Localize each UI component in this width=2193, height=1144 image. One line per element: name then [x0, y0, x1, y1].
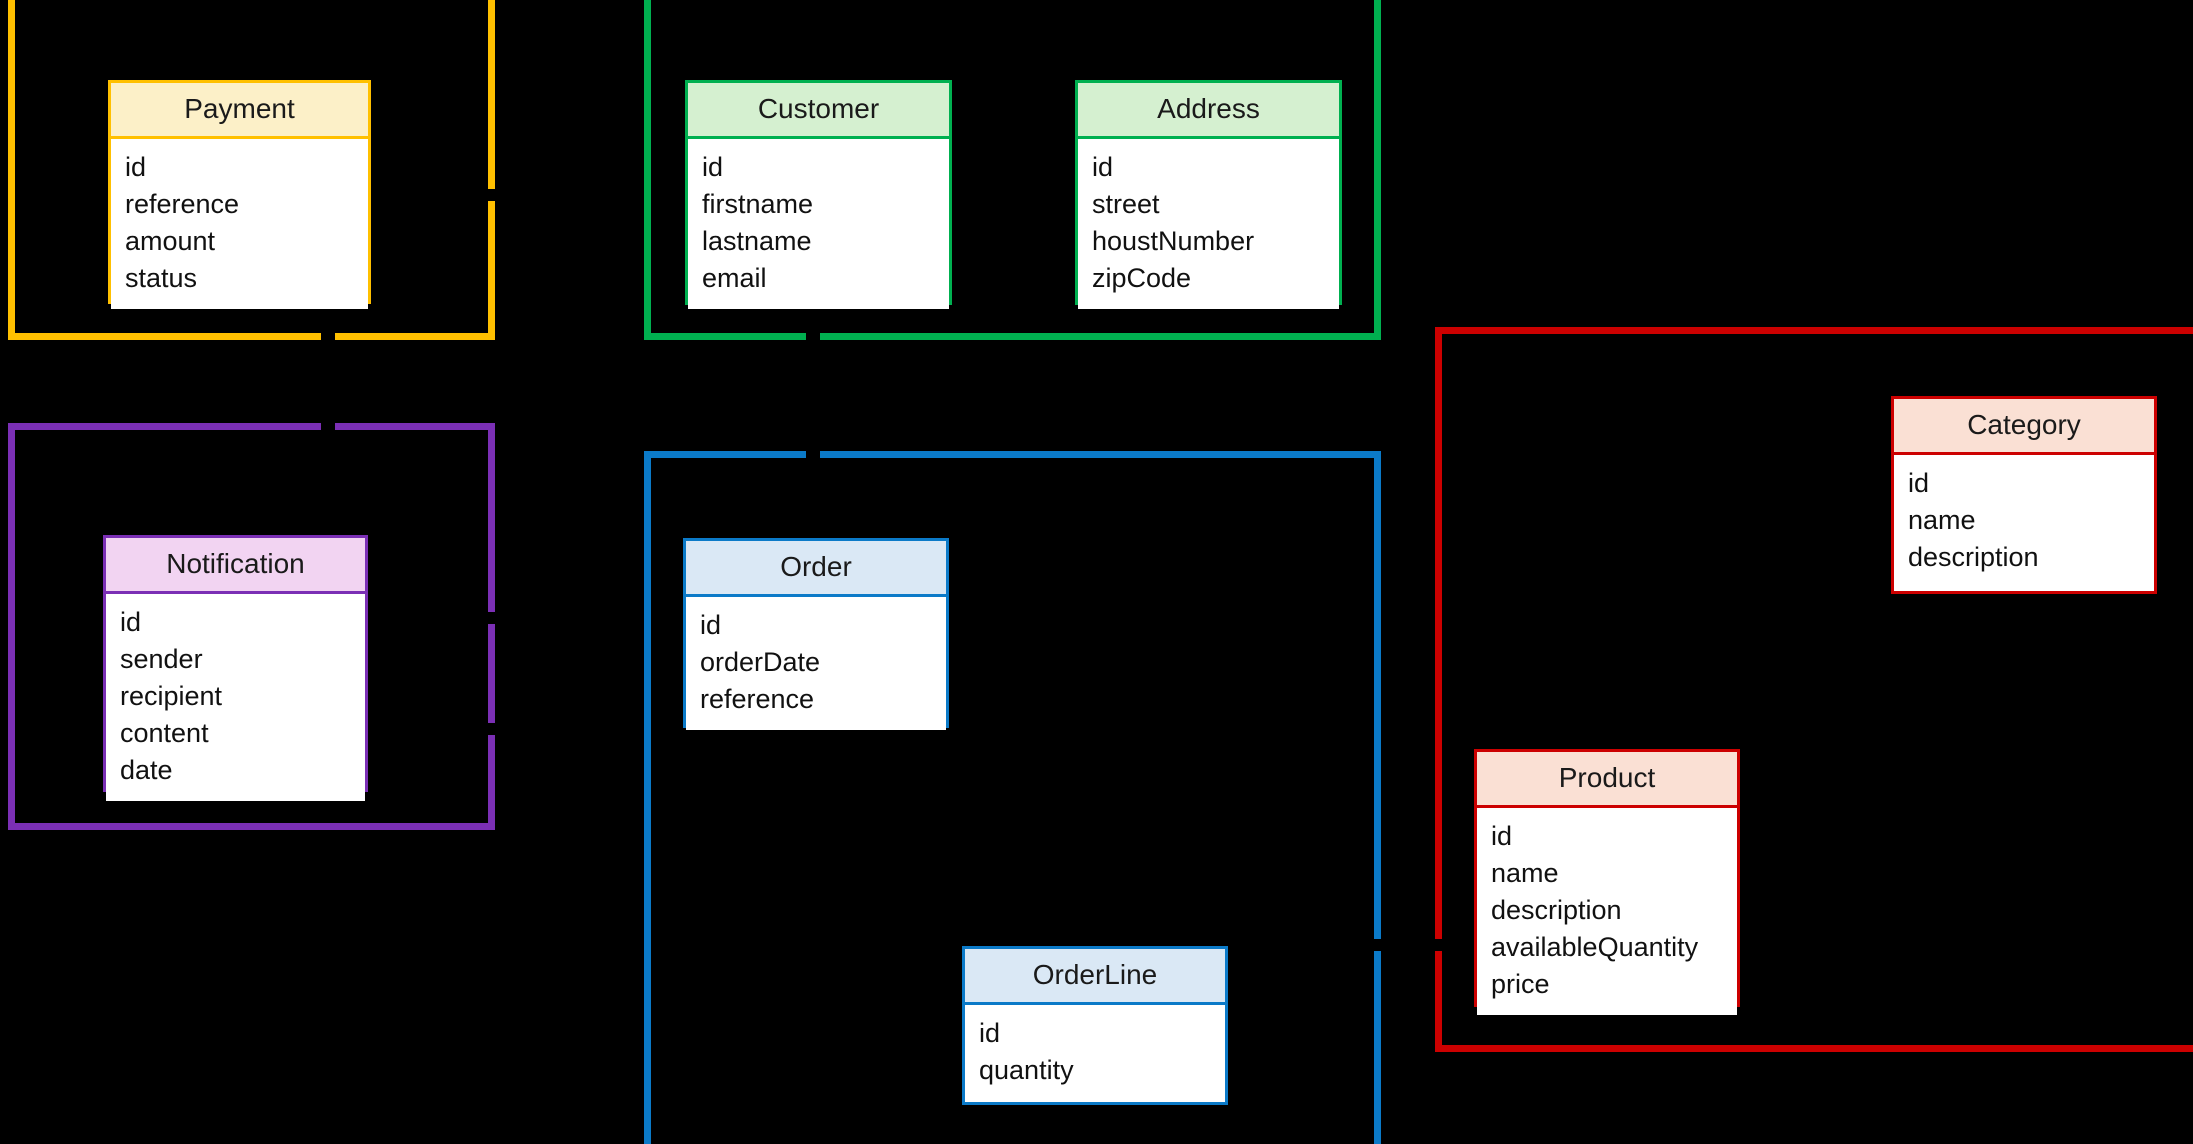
entity-order[interactable]: Order id orderDate reference	[683, 538, 949, 730]
attribute-row: firstname	[702, 189, 814, 219]
attribute-row: availableQuantity	[1491, 932, 1699, 962]
entity-title-order: Order	[686, 541, 946, 597]
attribute-row: houstNumber	[1092, 226, 1255, 256]
entity-title-orderline: OrderLine	[965, 949, 1225, 1005]
attribute-row: description	[1908, 542, 2039, 572]
entity-payment[interactable]: Payment id reference amount status	[108, 80, 371, 309]
group-order-context[interactable]	[644, 451, 1381, 1144]
attribute-row: id	[120, 607, 142, 637]
attribute-row: reference	[125, 189, 240, 219]
entity-notification[interactable]: Notification id sender recipient content date	[103, 535, 368, 801]
entity-title-payment: Payment	[111, 83, 368, 139]
attribute-row: quantity	[979, 1055, 1074, 1085]
attribute-row: lastname	[702, 226, 812, 256]
attribute-row: price	[1491, 969, 1550, 999]
entity-attributes-order: id orderDate reference	[686, 597, 946, 730]
entity-category[interactable]: Category id name description	[1891, 396, 2157, 594]
connector-customer-to-order	[806, 333, 820, 459]
attribute-row: id	[125, 152, 147, 182]
attribute-row: email	[702, 263, 767, 293]
attribute-row: content	[120, 718, 209, 748]
attribute-row: reference	[700, 684, 815, 714]
attribute-row: name	[1908, 505, 1976, 535]
entity-title-address: Address	[1078, 83, 1339, 139]
group-notification-context[interactable]	[8, 423, 495, 830]
entity-attributes-payment: id reference amount status	[111, 139, 368, 309]
entity-attributes-product: id name description availableQuantity price	[1477, 808, 1737, 1015]
connector-order-to-product	[1374, 939, 1444, 951]
group-customer-context[interactable]	[644, 0, 1381, 340]
connector-notification-to-order	[488, 612, 502, 624]
group-catalog-context[interactable]	[1435, 327, 2193, 1052]
group-payment-context[interactable]	[8, 0, 495, 340]
attribute-row: id	[1092, 152, 1114, 182]
connector-payment-to-notification	[321, 333, 335, 431]
entity-attributes-customer: id firstname lastname email	[688, 139, 949, 309]
entity-orderline[interactable]: OrderLine id quantity	[962, 946, 1228, 1105]
entity-title-notification: Notification	[106, 538, 365, 594]
attribute-row: id	[1491, 821, 1513, 851]
attribute-row: id	[979, 1018, 1001, 1048]
entity-attributes-category: id name description	[1894, 455, 2154, 591]
attribute-row: status	[125, 263, 198, 293]
attribute-row: description	[1491, 895, 1622, 925]
attribute-row: id	[1908, 468, 1930, 498]
entity-title-product: Product	[1477, 752, 1737, 808]
attribute-row: sender	[120, 644, 203, 674]
entity-address[interactable]: Address id street houstNumber zipCode	[1075, 80, 1342, 309]
connector-notification-to-order-alt	[488, 723, 502, 735]
attribute-row: date	[120, 755, 173, 785]
connector-payment-to-order	[488, 189, 502, 201]
entity-attributes-notification: id sender recipient content date	[106, 594, 365, 801]
attribute-row: name	[1491, 858, 1559, 888]
attribute-row: amount	[125, 226, 216, 256]
entity-attributes-address: id street houstNumber zipCode	[1078, 139, 1339, 309]
entity-title-customer: Customer	[688, 83, 949, 139]
attribute-row: id	[702, 152, 724, 182]
entity-product[interactable]: Product id name description availableQuantit…	[1474, 749, 1740, 1015]
entity-customer[interactable]: Customer id firstname lastname email	[685, 80, 952, 309]
attribute-row: zipCode	[1092, 263, 1192, 293]
attribute-row: id	[700, 610, 722, 640]
attribute-row: street	[1092, 189, 1160, 219]
entity-attributes-orderline: id quantity	[965, 1005, 1225, 1102]
attribute-row: orderDate	[700, 647, 821, 677]
entity-title-category: Category	[1894, 399, 2154, 455]
attribute-row: recipient	[120, 681, 223, 711]
